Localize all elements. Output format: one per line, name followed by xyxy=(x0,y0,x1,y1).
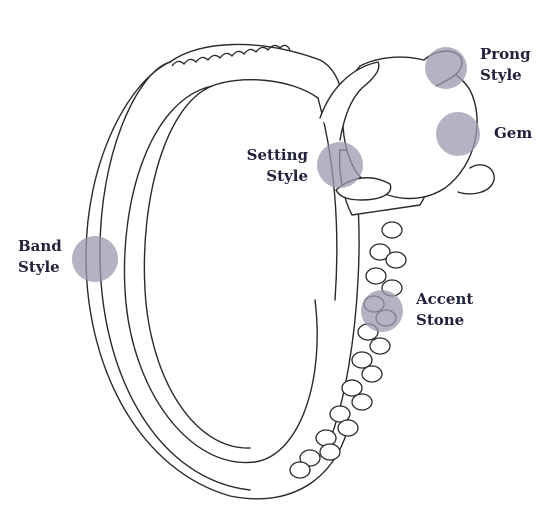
prong-style-label-line-2: Style xyxy=(480,66,522,84)
accent-stone-label-line-2: Stone xyxy=(416,311,465,329)
gem-label-line-1: Gem xyxy=(494,124,533,142)
band-top-edge-2 xyxy=(211,78,319,99)
setting-style-label: Setting Style xyxy=(236,145,308,187)
band-style-label-line-2: Style xyxy=(18,258,60,276)
ring-illustration xyxy=(85,43,360,500)
accent-stone-hotspot[interactable] xyxy=(361,290,403,332)
band-inner-opening-2 xyxy=(143,85,251,449)
prong-bottom-right xyxy=(457,164,495,195)
band-inner-opening xyxy=(123,85,318,464)
setting-style-label-line-1: Setting xyxy=(246,146,308,164)
gem-label: Gem xyxy=(494,123,532,144)
hotspots xyxy=(72,47,480,332)
band-style-label-line-1: Band xyxy=(18,237,62,255)
gem-hotspot[interactable] xyxy=(436,112,480,156)
prong-style-hotspot[interactable] xyxy=(425,47,467,89)
prong-style-label: Prong Style xyxy=(480,44,531,86)
band-style-hotspot[interactable] xyxy=(72,236,118,282)
top-scallops xyxy=(171,44,291,67)
accent-stone-label-line-1: Accent xyxy=(416,290,474,308)
prong-style-label-line-1: Prong xyxy=(480,45,531,63)
prong-top-left xyxy=(319,61,380,141)
band-style-label: Band Style xyxy=(18,236,62,278)
setting-style-hotspot[interactable] xyxy=(317,142,363,188)
band-outer-edge xyxy=(85,61,351,500)
band-top-edge xyxy=(169,43,343,97)
accent-stone-label: Accent Stone xyxy=(416,289,473,331)
setting-style-label-line-2: Style xyxy=(266,167,308,185)
